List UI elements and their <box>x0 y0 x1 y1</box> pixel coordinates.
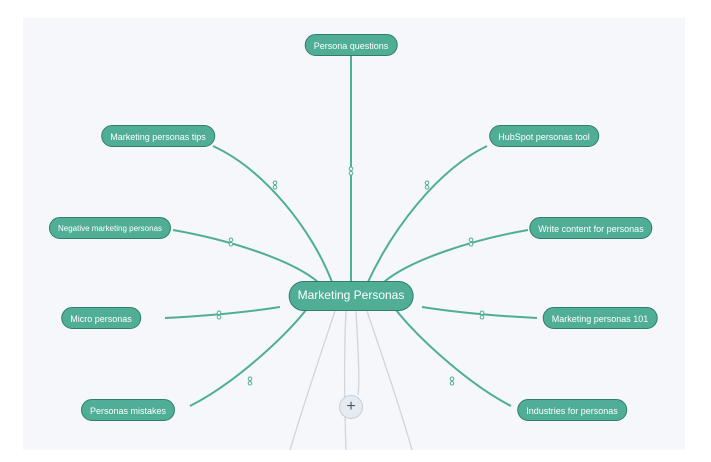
connector-industries-for-personas <box>395 309 512 407</box>
node-marketing-personas-tips[interactable]: Marketing personas tips <box>101 125 215 147</box>
ghost-connector-1 <box>343 310 347 450</box>
connector-write-content-for-personas <box>383 229 529 283</box>
add-node-button[interactable]: + <box>339 395 363 419</box>
link-handle-icon[interactable] <box>272 180 278 190</box>
node-industries-for-personas[interactable]: Industries for personas <box>517 399 627 421</box>
link-handle-icon[interactable] <box>247 376 253 386</box>
link-handle-icon[interactable] <box>468 237 474 247</box>
node-negative-marketing-personas[interactable]: Negative marketing personas <box>48 217 172 239</box>
link-handle-icon[interactable] <box>424 180 430 190</box>
node-micro-personas[interactable]: Micro personas <box>61 307 141 329</box>
node-persona-questions[interactable]: Persona questions <box>304 34 398 56</box>
node-center[interactable]: Marketing Personas <box>288 281 414 311</box>
link-handle-icon[interactable] <box>348 166 354 176</box>
node-write-content-for-personas[interactable]: Write content for personas <box>529 217 653 239</box>
connector-personas-mistakes <box>189 309 307 407</box>
connector-hubspot-personas-tool <box>367 145 488 283</box>
link-handle-icon[interactable] <box>228 237 234 247</box>
node-personas-mistakes[interactable]: Personas mistakes <box>80 399 176 421</box>
node-hubspot-personas-tool[interactable]: HubSpot personas tool <box>489 125 599 147</box>
ghost-connector-3 <box>366 310 413 450</box>
ghost-connector-2 <box>355 310 360 396</box>
connector-marketing-personas-101 <box>421 306 538 319</box>
link-handle-icon[interactable] <box>479 310 485 320</box>
connector-negative-marketing-personas <box>172 229 319 283</box>
node-marketing-personas-101[interactable]: Marketing personas 101 <box>542 307 658 329</box>
ghost-connector-0 <box>289 310 336 450</box>
connector-marketing-personas-tips <box>212 145 333 283</box>
connector-micro-personas <box>164 306 281 319</box>
link-handle-icon[interactable] <box>216 310 222 320</box>
link-handle-icon[interactable] <box>449 376 455 386</box>
connector-layer <box>164 56 538 450</box>
